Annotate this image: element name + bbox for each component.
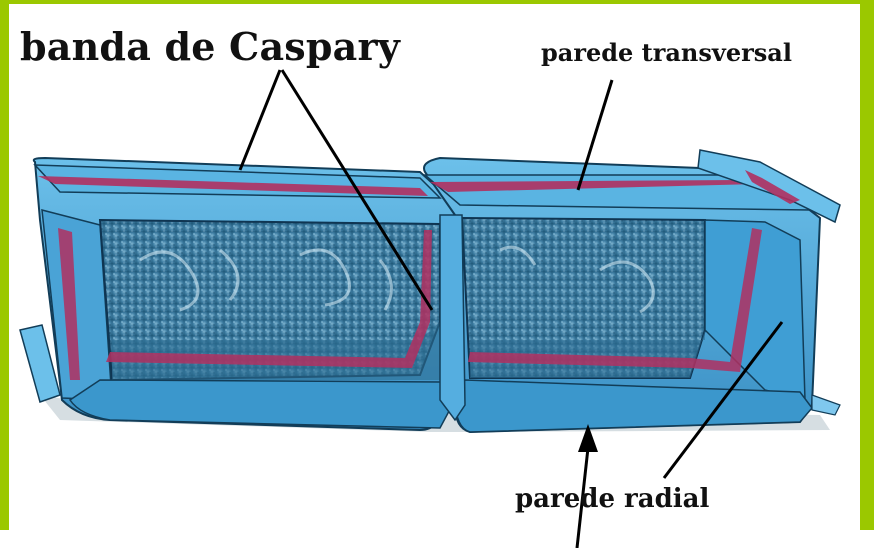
- left-cell-bottom: [70, 380, 455, 428]
- label-caspary-band: banda de Caspary: [20, 24, 400, 69]
- label-transverse-wall: parede transversal: [541, 38, 792, 67]
- pointer-caspary-top: [240, 70, 280, 170]
- right-tail: [812, 395, 840, 415]
- label-radial-wall: parede radial: [515, 484, 709, 514]
- shared-middle-wall: [440, 215, 465, 420]
